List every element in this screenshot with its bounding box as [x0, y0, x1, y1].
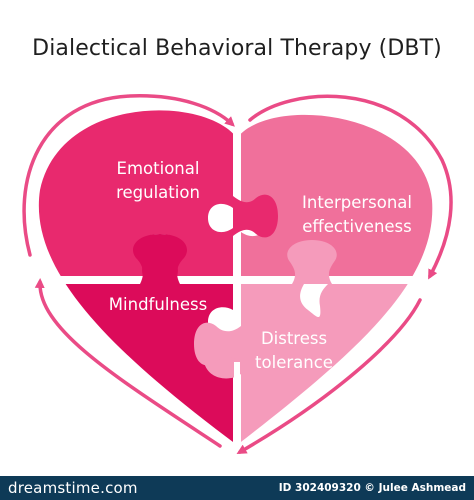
label-line: Mindfulness: [108, 295, 208, 314]
footer-bar: dreamstime.com ID 302409320 © Julee Ashm…: [0, 476, 474, 500]
footer-brand: dreamstime.com: [8, 479, 138, 497]
distress-left-tab: [194, 322, 241, 366]
label-line: effectiveness: [302, 217, 412, 236]
label-distress-tolerance: Distress tolerance: [244, 327, 344, 375]
arrow-top-right: [248, 94, 453, 280]
label-line: Interpersonal: [302, 193, 412, 212]
arrow-bottom-right: [236, 298, 422, 455]
emotional-tab: [233, 194, 278, 238]
label-line: regulation: [116, 183, 200, 202]
diagram-title: Dialectical Behavioral Therapy (DBT): [32, 36, 442, 61]
distress-tab: [287, 240, 337, 284]
cycle-arrows: [22, 94, 453, 455]
label-line: tolerance: [255, 353, 333, 372]
label-mindfulness: Mindfulness: [96, 293, 220, 317]
arrow-top-left: [22, 94, 235, 257]
mindfulness-tab: [133, 234, 187, 284]
label-interpersonal-effectiveness: Interpersonal effectiveness: [292, 191, 422, 239]
label-emotional-regulation: Emotional regulation: [98, 157, 218, 205]
piece-interpersonal-effectiveness: [241, 110, 433, 276]
arrow-bottom-left: [34, 278, 222, 448]
label-line: Emotional: [116, 159, 200, 178]
label-line: Distress: [260, 329, 328, 348]
footer-credit: ID 302409320 © Julee Ashmead: [278, 482, 466, 494]
